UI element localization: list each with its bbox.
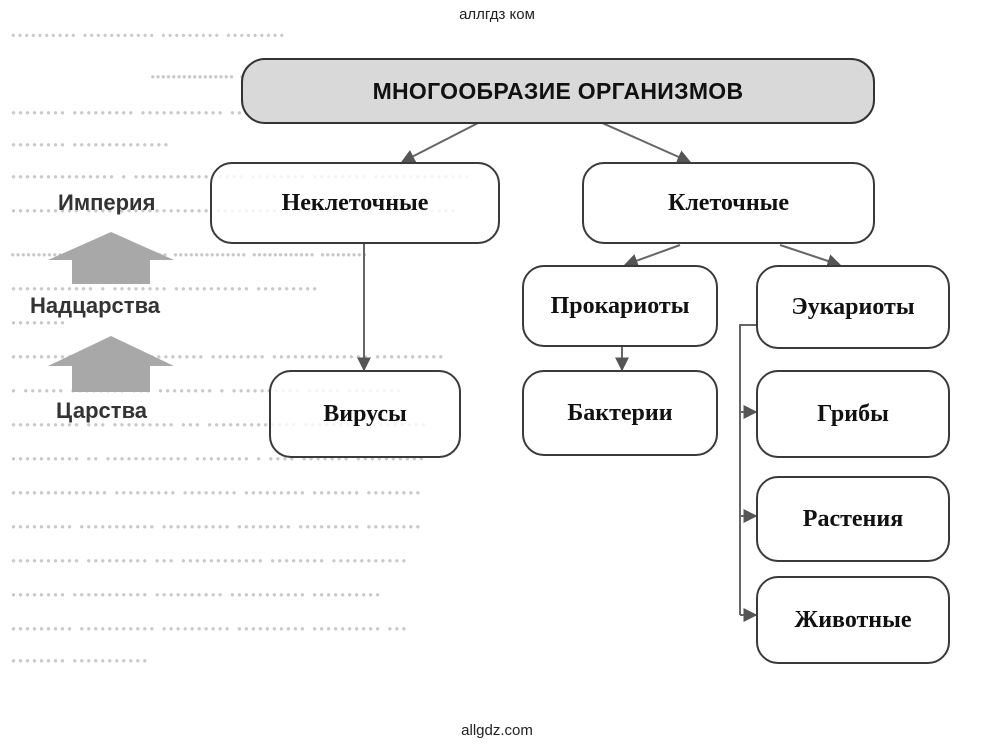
level-label-superkingdom: Надцарства — [30, 293, 161, 318]
level-arrow-upper — [48, 232, 174, 284]
level-label-kingdom: Царства — [56, 398, 148, 423]
node-prokaryotes: Прокариоты — [522, 265, 718, 347]
svg-text:·········· ··········· ·······: ·········· ··········· ········· ·······… — [10, 25, 285, 47]
diagram-title-box: МНОГООБРАЗИЕ ОРГАНИЗМОВ — [241, 58, 875, 124]
node-plants: Растения — [756, 476, 950, 562]
watermark-top: аллгдз ком — [459, 6, 535, 23]
node-eukaryotes: Эукариоты — [756, 265, 950, 349]
node-viruses: Вирусы — [269, 370, 461, 458]
arrow-title-to-noncellular — [400, 121, 481, 163]
eukaryotes-bracket-line — [739, 324, 757, 615]
node-bacteria: Бактерии — [522, 370, 718, 456]
node-fungi: Грибы — [756, 370, 950, 458]
level-label-empire: Империя — [58, 190, 156, 215]
svg-text:········· ··········· ········: ········· ··········· ·········· ·······… — [10, 515, 421, 539]
arrow-cellular-to-prokaryotes — [623, 244, 681, 268]
arrow-cellular-to-eukaryotes — [779, 244, 842, 268]
svg-text:········ ··············: ········ ·············· — [10, 133, 169, 157]
watermark-bottom: allgdz.com — [461, 722, 533, 739]
node-animals: Животные — [756, 576, 950, 664]
svg-text:············ · ········ ······: ············ · ········ ··········· ····… — [10, 277, 318, 301]
node-cellular: Клеточные — [582, 162, 875, 244]
arrow-title-to-cellular — [599, 121, 692, 164]
level-arrow-lower — [48, 336, 174, 392]
svg-text:·············· ········· ·····: ·············· ········· ········ ······… — [10, 481, 421, 505]
node-noncellular: Неклеточные — [210, 162, 500, 244]
svg-text:········· ··········· ········: ········· ··········· ·········· ·······… — [10, 617, 407, 641]
svg-text:········: ········ — [10, 311, 66, 335]
svg-text:········ ··········· ·········: ········ ··········· ·········· ········… — [10, 583, 381, 607]
svg-text:·········· ········· ··· ·····: ·········· ········· ··· ············ ··… — [10, 549, 407, 573]
svg-text:········ ···········: ········ ··········· — [10, 649, 148, 673]
